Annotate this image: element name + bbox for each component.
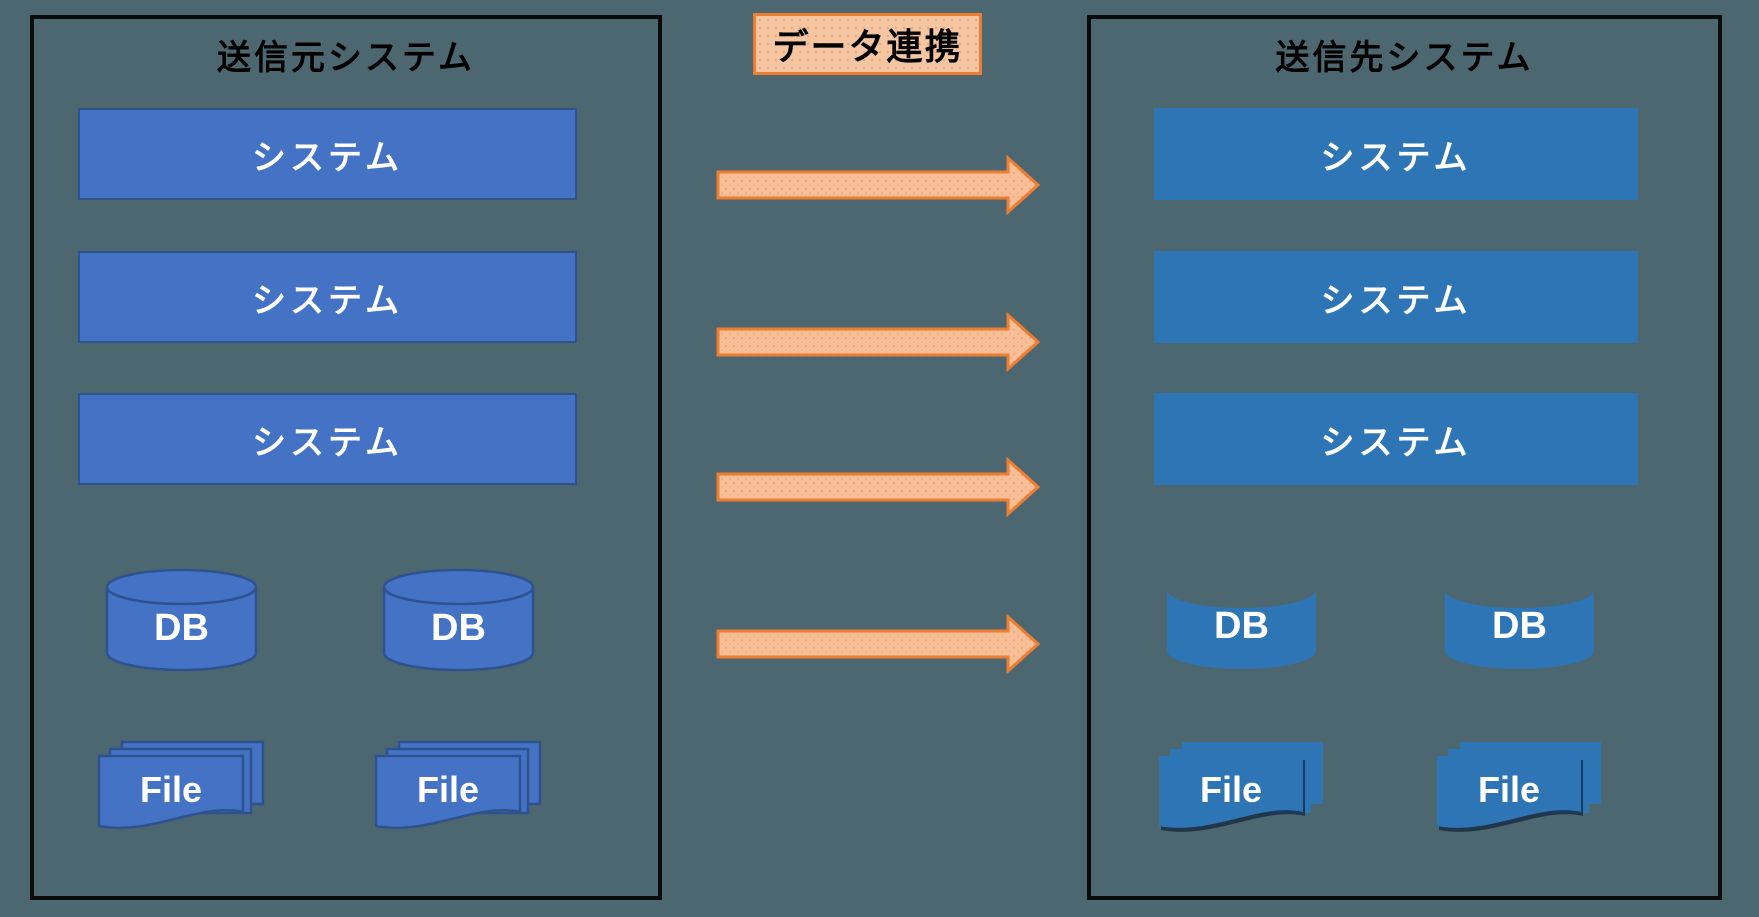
source-panel-title: 送信元システム — [217, 39, 475, 77]
source-system-box-3: システム — [78, 393, 577, 485]
data-linkage-label: データ連携 — [753, 13, 982, 75]
target-panel-title: 送信先システム — [1275, 39, 1534, 77]
data-flow-arrow-2 — [716, 311, 1041, 373]
target-file-icon-2: File — [1435, 740, 1603, 836]
target-system-box-3: システム — [1154, 393, 1638, 485]
source-database-label-1: DB — [154, 607, 209, 649]
target-database-icon-2: DB — [1443, 568, 1596, 672]
data-flow-arrow-4 — [716, 613, 1041, 675]
target-file-icon-1: File — [1157, 740, 1325, 836]
target-file-label-1: File — [1200, 769, 1262, 810]
target-database-label-2: DB — [1492, 605, 1547, 647]
target-file-label-2: File — [1478, 769, 1540, 810]
source-file-label-1: File — [140, 769, 202, 810]
source-database-label-2: DB — [431, 607, 486, 649]
source-system-box-2: システム — [78, 251, 577, 343]
target-panel-frame — [1087, 15, 1722, 900]
target-database-label-1: DB — [1214, 605, 1269, 647]
source-panel-frame — [30, 15, 662, 900]
source-file-icon-1: File — [97, 740, 265, 836]
data-flow-arrow-3 — [716, 456, 1041, 518]
data-flow-arrow-1 — [716, 154, 1041, 216]
source-file-label-2: File — [417, 769, 479, 810]
source-database-icon-2: DB — [382, 568, 535, 672]
target-system-box-2: システム — [1154, 251, 1638, 343]
source-database-icon-1: DB — [105, 568, 258, 672]
target-system-box-1: システム — [1154, 108, 1638, 200]
source-file-icon-2: File — [374, 740, 542, 836]
target-database-icon-1: DB — [1165, 568, 1318, 672]
source-system-box-1: システム — [78, 108, 577, 200]
